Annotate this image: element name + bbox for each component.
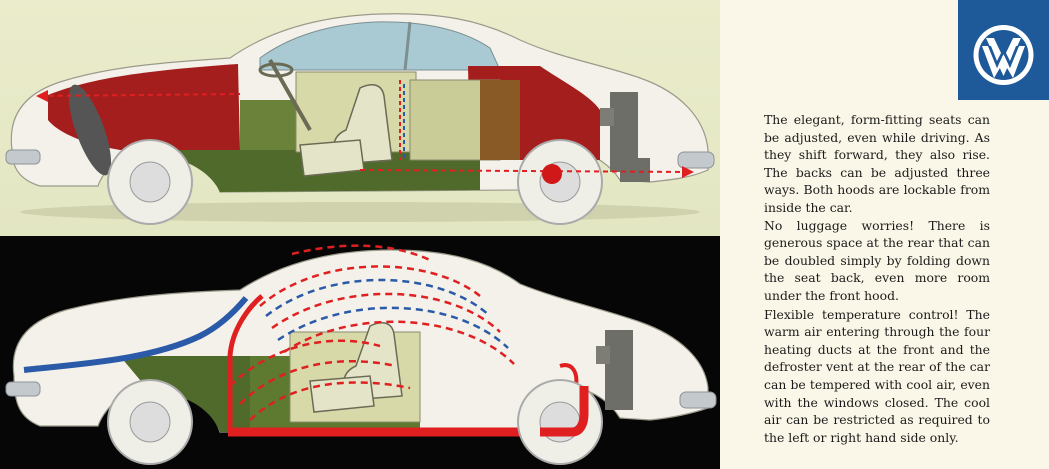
bottom-illustration-panel bbox=[0, 236, 720, 469]
top-illustration-panel bbox=[0, 0, 720, 236]
paragraph-temperature: Flexible temperature control! The warm a… bbox=[764, 306, 990, 445]
paragraph-seats: The elegant, form-fitting seats can be a… bbox=[764, 112, 990, 215]
car-cutaway-heating-illustration bbox=[5, 244, 717, 465]
vw-logo-icon bbox=[973, 25, 1034, 85]
description-text: The elegant, form-fitting seats can be a… bbox=[764, 111, 990, 446]
paragraph-luggage: No luggage worries! There is generous sp… bbox=[764, 217, 990, 303]
vw-logo bbox=[958, 0, 1049, 100]
car-cutaway-luggage-illustration bbox=[5, 13, 715, 225]
